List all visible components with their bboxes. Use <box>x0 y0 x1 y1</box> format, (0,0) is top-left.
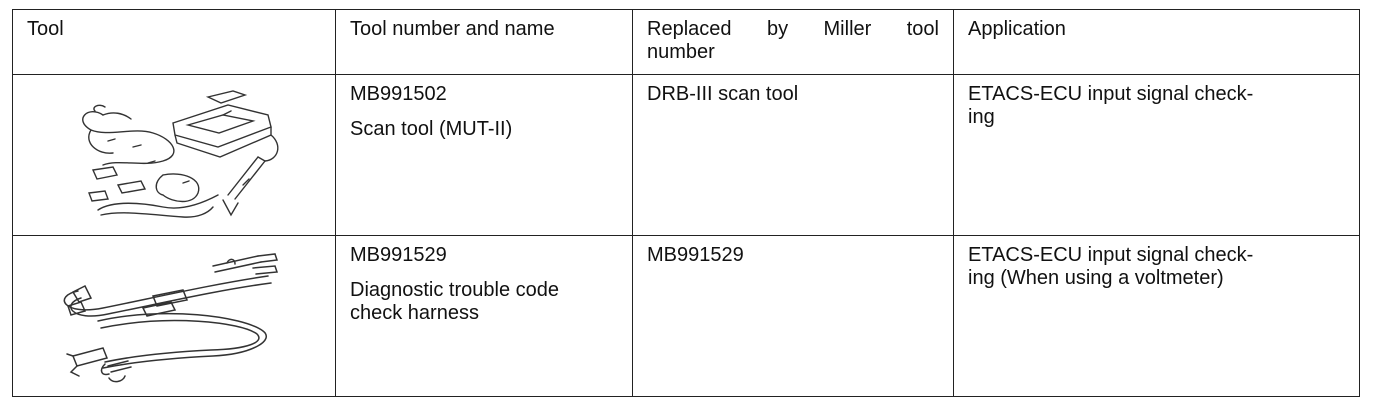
header-miller-line1: Replaced by Miller tool <box>647 18 939 40</box>
application-cell: ETACS-ECU input signal check- ing <box>953 74 1360 236</box>
tool-name-line2: check harness <box>350 302 479 324</box>
tool-name-line1: Diagnostic trouble code <box>350 279 560 301</box>
table-row: MB991502 Scan tool (MUT-II) DRB-III scan… <box>12 74 1360 236</box>
header-miller-line2: number <box>647 41 715 63</box>
tool-number-and-name-cell: MB991502 Scan tool (MUT-II) <box>335 74 633 236</box>
table-header-row: Tool Tool number and name Replaced by Mi… <box>12 9 1360 75</box>
application-line2: ing <box>968 106 995 128</box>
tool-number: MB991502 <box>350 83 447 105</box>
scan-tool-illustration-cell <box>12 74 336 236</box>
miller-tool-cell: MB991529 <box>632 235 954 397</box>
table-row: MB991529 Diagnostic trouble code check h… <box>12 235 1360 397</box>
application-cell: ETACS-ECU input signal check- ing (When … <box>953 235 1360 397</box>
tool-name: Scan tool (MUT-II) <box>350 118 513 140</box>
miller-tool-cell: DRB-III scan tool <box>632 74 954 236</box>
tool-number: MB991529 <box>350 244 447 266</box>
header-tool: Tool <box>12 9 336 75</box>
application-line1: ETACS-ECU input signal check- <box>968 244 1254 266</box>
application-line2: ing (When using a voltmeter) <box>968 267 1224 289</box>
tool-number-and-name-cell: MB991529 Diagnostic trouble code check h… <box>335 235 633 397</box>
check-harness-illustration-cell <box>12 235 336 397</box>
header-application: Application <box>953 9 1360 75</box>
scan-tool-illustration <box>82 90 279 218</box>
header-tool-number-and-name: Tool number and name <box>335 9 633 75</box>
application-line1: ETACS-ECU input signal check- <box>968 83 1254 105</box>
header-miller-tool: Replaced by Miller tool number <box>632 9 954 75</box>
special-tools-table: Tool Tool number and name Replaced by Mi… <box>12 9 1360 397</box>
check-harness-illustration <box>63 253 279 383</box>
